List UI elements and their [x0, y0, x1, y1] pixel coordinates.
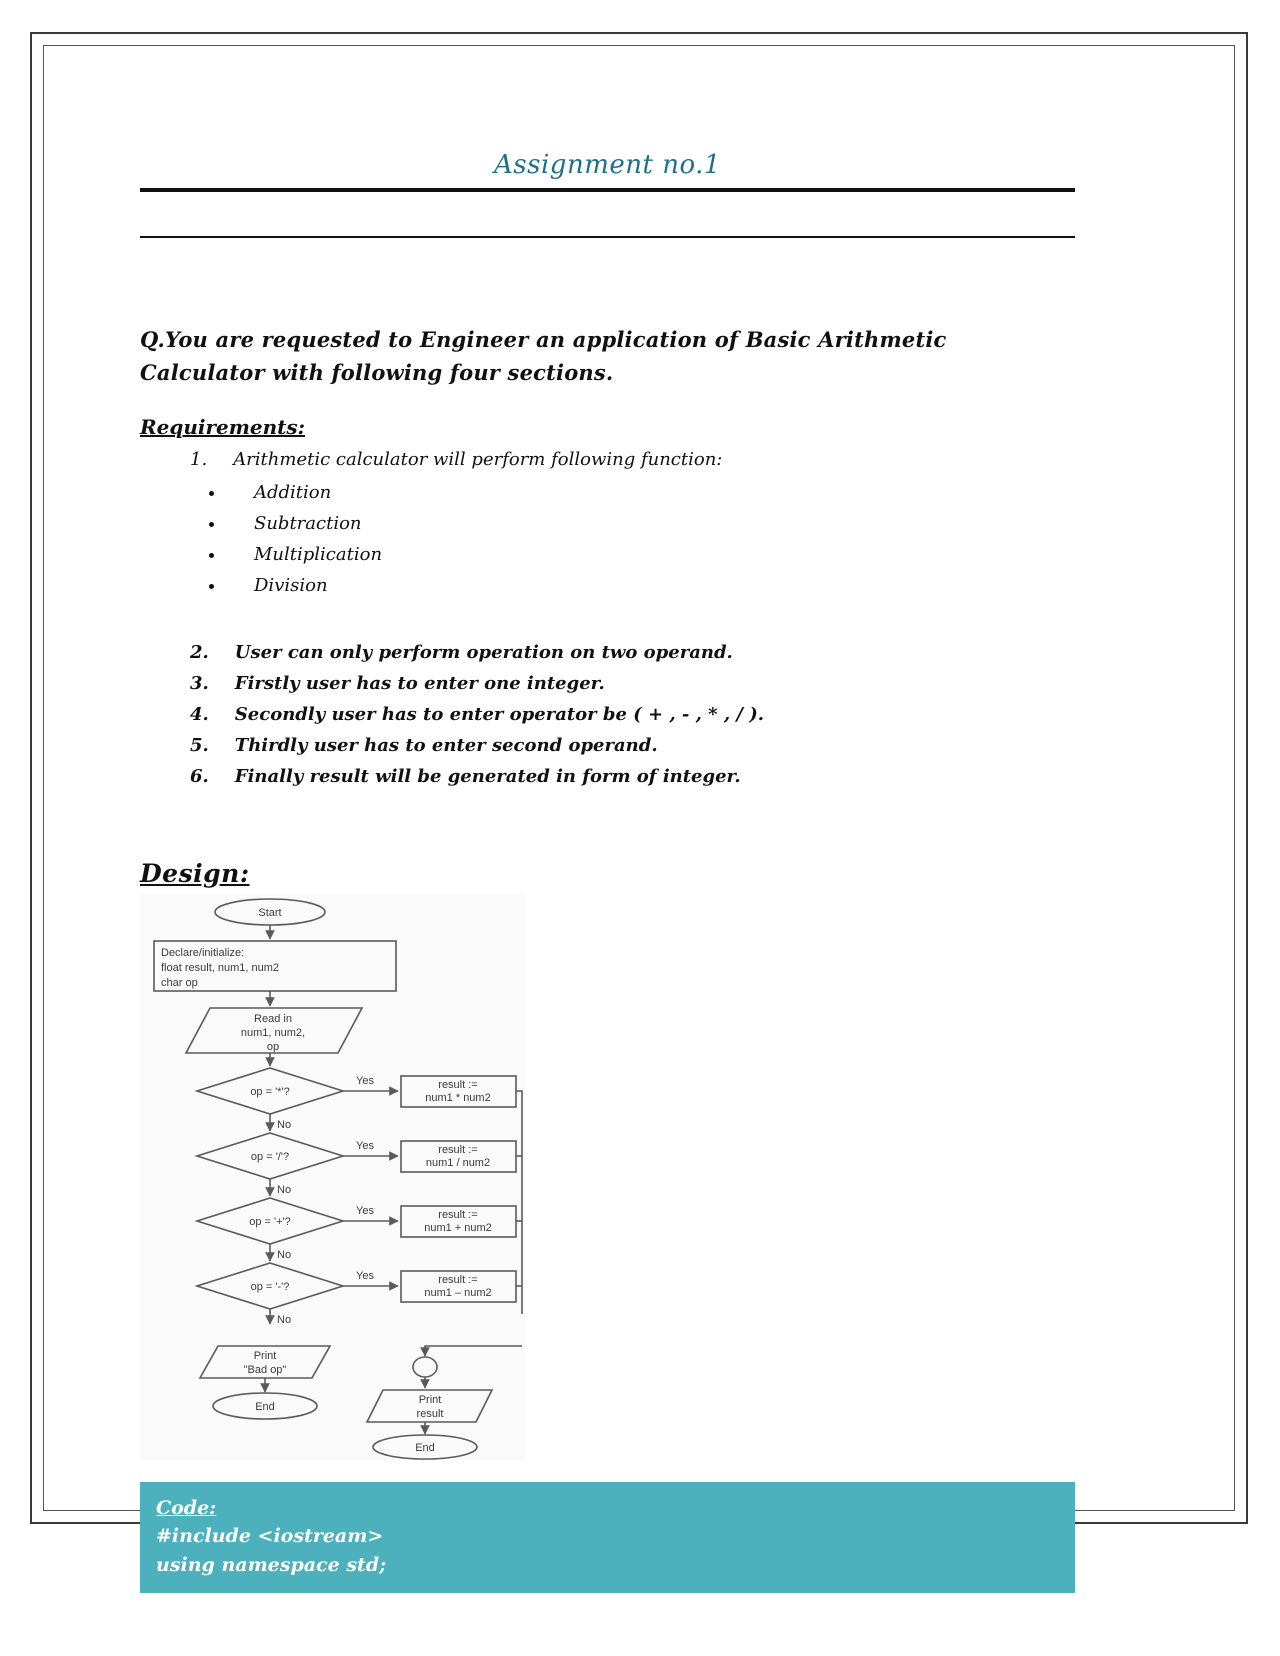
flow-label-decision-4: op = '-'? [251, 1281, 290, 1293]
code-line-include: #include <iostream> [156, 1525, 384, 1548]
flow-label-no-1: No [277, 1119, 291, 1131]
requirement-text-1: Arithmetic calculator will perform follo… [233, 449, 723, 471]
document-content: Assignment no.1 Q.You are requested to E… [140, 150, 1075, 1594]
flow-label-yes-2: Yes [356, 1140, 374, 1152]
svg-text:float result, num1, num2: float result, num1, num2 [161, 962, 279, 974]
flow-label-no-3: No [277, 1249, 291, 1261]
svg-text:result: result [417, 1408, 444, 1420]
list-item-operation: Multiplication [226, 540, 1075, 571]
requirement-number-1: 1. [190, 449, 208, 471]
code-line-namespace: using namespace std; [156, 1553, 387, 1576]
flow-label-end-left: End [255, 1401, 275, 1413]
requirement-item-5: 5. Thirdly user has to enter second oper… [180, 731, 1075, 762]
flow-label-bad-op: Print [254, 1350, 277, 1362]
list-item-operation: Subtraction [226, 509, 1075, 540]
flow-label-start: Start [258, 907, 281, 919]
svg-text:num1 + num2: num1 + num2 [424, 1222, 492, 1234]
requirement-text-4: Secondly user has to enter operator be (… [234, 703, 765, 725]
svg-text:op: op [267, 1041, 279, 1053]
svg-text:num1, num2,: num1, num2, [241, 1027, 305, 1039]
flow-label-result-4: result := [438, 1274, 477, 1286]
svg-text:"Bad op": "Bad op" [244, 1364, 287, 1376]
flow-node-end-left [212, 1391, 318, 1420]
flow-label-decision-3: op = '+'? [249, 1216, 291, 1228]
flow-node-merge-connector [412, 1355, 438, 1378]
requirement-item-6: 6. Finally result will be generated in f… [180, 762, 1075, 793]
requirement-number-2: 2. [190, 641, 209, 663]
flow-label-result-2: result := [438, 1144, 477, 1156]
svg-text:num1 * num2: num1 * num2 [425, 1092, 490, 1104]
code-block-label: Code: [156, 1496, 217, 1519]
flowchart-image: Start Declare/initialize: float result, … [140, 893, 525, 1460]
requirements-list-continued: 2. User can only perform operation on tw… [140, 638, 1075, 793]
svg-text:num1 – num2: num1 – num2 [424, 1287, 491, 1299]
flow-label-yes-1: Yes [356, 1075, 374, 1087]
list-item-operation: Division [226, 571, 1075, 602]
flow-node-read [184, 1006, 364, 1054]
svg-text:num1 / num2: num1 / num2 [426, 1157, 490, 1169]
requirement-text-3: Firstly user has to enter one integer. [234, 672, 605, 694]
requirement-number-6: 6. [190, 765, 209, 787]
code-block: Code: #include <iostream> using namespac… [140, 1481, 1075, 1594]
design-heading: Design: [140, 858, 250, 888]
svg-text:char op: char op [161, 977, 198, 989]
requirement-item-3: 3. Firstly user has to enter one integer… [180, 669, 1075, 700]
flow-node-result-1 [400, 1074, 517, 1108]
flow-label-no-2: No [277, 1184, 291, 1196]
flow-node-result-3 [400, 1204, 517, 1238]
title-rule-double [140, 188, 1075, 192]
flow-label-decision-1: op = '*'? [250, 1086, 289, 1098]
list-item-operation: Addition [226, 478, 1075, 509]
flow-label-no-4: No [277, 1314, 291, 1326]
title-rule-single [140, 236, 1075, 238]
flow-node-bad-op [198, 1344, 332, 1379]
requirement-text-5: Thirdly user has to enter second operand… [234, 734, 658, 756]
flow-label-yes-3: Yes [356, 1205, 374, 1217]
requirements-heading: Requirements: [140, 415, 306, 440]
requirement-item-4: 4. Secondly user has to enter operator b… [180, 700, 1075, 731]
flow-node-end-right [372, 1433, 478, 1460]
flow-label-decision-2: op = '/'? [251, 1151, 289, 1163]
operations-list: Addition Subtraction Multiplication Divi… [140, 478, 1075, 602]
flow-label-result-3: result := [438, 1209, 477, 1221]
requirement-text-6: Finally result will be generated in form… [234, 765, 741, 787]
question-text: Q.You are requested to Engineer an appli… [140, 327, 947, 385]
flow-label-print-result: Print [419, 1394, 442, 1406]
requirement-number-4: 4. [190, 703, 209, 725]
flow-label-end-right: End [415, 1442, 435, 1454]
requirement-item-2: 2. User can only perform operation on tw… [180, 638, 1075, 669]
flow-node-declare [153, 939, 397, 992]
flow-label-read: Read in [254, 1013, 292, 1025]
flow-node-print-result [365, 1388, 494, 1423]
list-spacer [140, 616, 1075, 632]
page-title: Assignment no.1 [494, 150, 721, 180]
requirement-number-3: 3. [190, 672, 209, 694]
requirement-number-5: 5. [190, 734, 209, 756]
requirement-item-1: 1. Arithmetic calculator will perform fo… [180, 445, 1075, 476]
flow-label-result-1: result := [438, 1079, 477, 1091]
requirements-list: 1. Arithmetic calculator will perform fo… [140, 445, 1075, 476]
flow-label-yes-4: Yes [356, 1270, 374, 1282]
requirement-text-2: User can only perform operation on two o… [234, 641, 733, 663]
flow-node-result-4 [400, 1269, 517, 1303]
flow-label-declare: Declare/initialize: [161, 947, 244, 959]
